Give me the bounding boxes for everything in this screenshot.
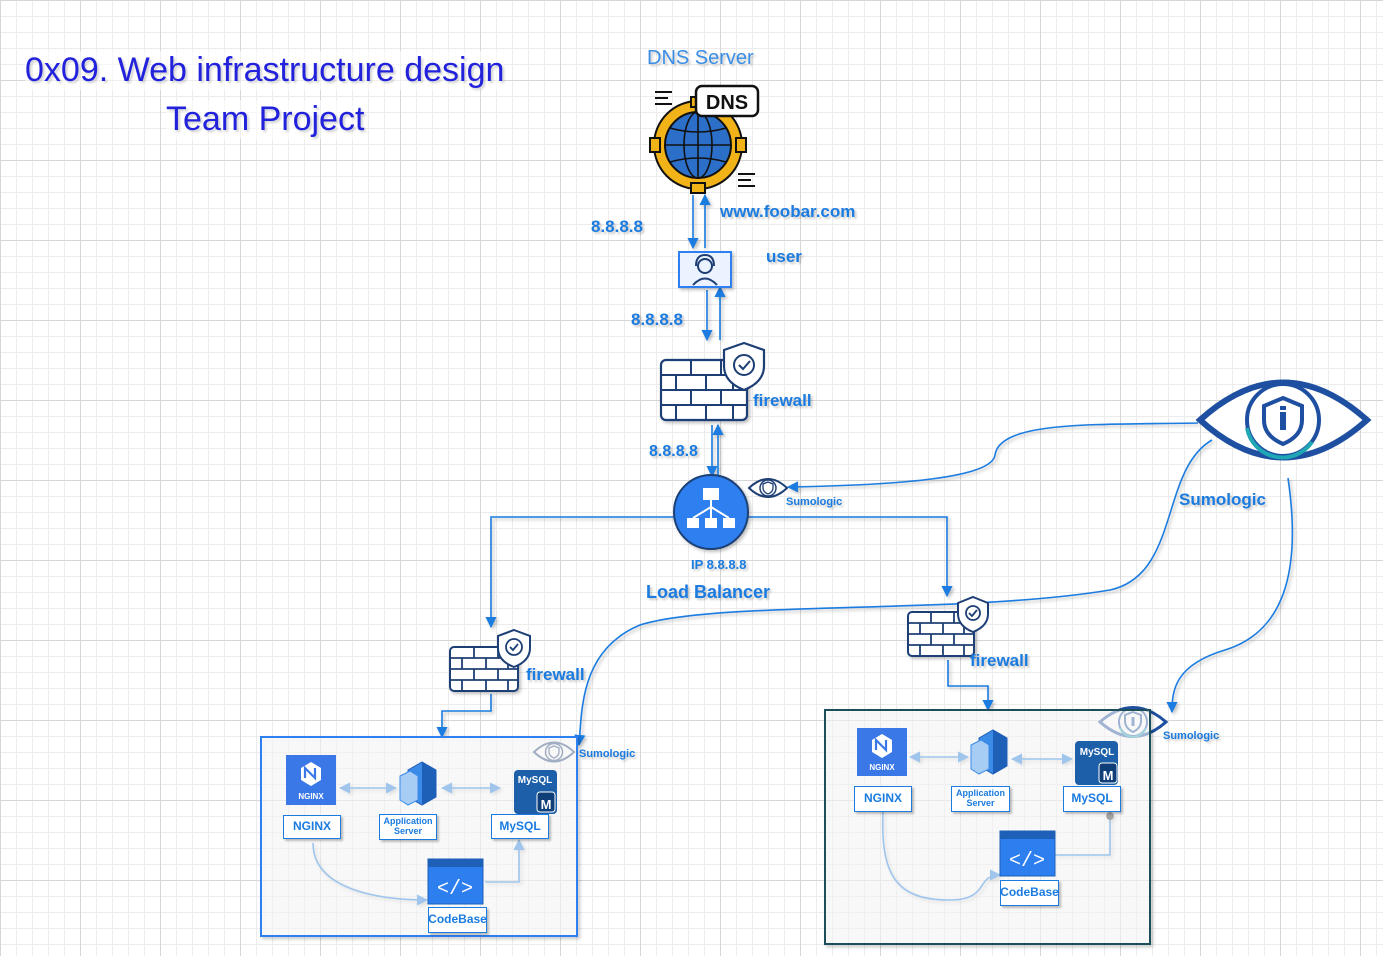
- left-firewall-to-server-arrow: [436, 694, 492, 739]
- svg-text:NGINX: NGINX: [298, 792, 324, 801]
- right-nginx-icon: NGINX: [857, 728, 907, 776]
- lb-to-right-firewall-arrow: [748, 516, 953, 598]
- monitor-to-right-server-curve: [1166, 477, 1294, 714]
- left-mysql-icon: MySQL M: [514, 770, 557, 814]
- right-app-label-line-1: Application: [956, 788, 1005, 799]
- user-icon: [678, 251, 732, 288]
- firewall-top-label: firewall: [753, 391, 812, 410]
- load-balancer-icon: [673, 474, 749, 550]
- right-codebase-label: CodeBase: [1000, 880, 1059, 906]
- monitor-to-lb-curve: [786, 422, 1199, 493]
- firewall-right-label: firewall: [970, 651, 1029, 670]
- left-nginx-label: NGINX: [283, 815, 341, 839]
- user-label: user: [766, 247, 802, 266]
- svg-text:MySQL: MySQL: [1080, 747, 1114, 758]
- left-codebase-icon: </>: [427, 858, 484, 905]
- load-balancer-label: Load Balancer: [646, 582, 771, 602]
- firewall-right-icon: [907, 595, 989, 657]
- left-app-label-line-1: Application: [383, 816, 433, 827]
- left-nginx-icon: NGINX: [286, 755, 336, 805]
- right-codebase-icon: </>: [999, 830, 1056, 877]
- dns-ip-label: 8.8.8.8: [591, 217, 643, 236]
- sumologic-main-label: Sumologic: [1179, 490, 1266, 509]
- svg-text:DNS: DNS: [706, 92, 748, 114]
- left-application-server-icon: [399, 761, 437, 806]
- diagram-title-line-1: 0x09. Web infrastructure design: [25, 51, 505, 90]
- monitor-to-left-server-curve: [574, 439, 1213, 747]
- firewall-ip-label: 8.8.8.8: [649, 443, 698, 460]
- firewall-left-label: firewall: [526, 665, 585, 684]
- sumologic-left-label: Sumologic: [579, 748, 636, 760]
- domain-label: www.foobar.com: [720, 202, 856, 221]
- sumologic-right-label: Sumologic: [1163, 730, 1220, 742]
- svg-text:MySQL: MySQL: [518, 775, 552, 786]
- dns-server-label: DNS Server: [647, 47, 754, 69]
- svg-text:NGINX: NGINX: [869, 763, 895, 772]
- left-codebase-label: CodeBase: [428, 907, 487, 933]
- firewall-left-icon: [449, 628, 531, 692]
- dns-server-icon: DNS: [649, 84, 760, 194]
- diagram-title-line-2: Team Project: [166, 100, 365, 139]
- sumologic-lb-label: Sumologic: [786, 496, 843, 508]
- right-mysql-icon: MySQL M: [1075, 741, 1118, 785]
- load-balancer-ip-label: IP 8.8.8.8: [691, 557, 747, 572]
- svg-text:M: M: [541, 797, 552, 812]
- right-firewall-to-server-arrow: [947, 660, 994, 712]
- left-application-server-label: Application Server: [379, 814, 437, 840]
- right-app-label-line-2: Server: [966, 798, 995, 808]
- lb-to-left-firewall-arrow: [485, 516, 674, 629]
- right-application-server-label: Application Server: [951, 786, 1010, 812]
- right-mysql-label: MySQL: [1063, 786, 1121, 812]
- left-app-label-line-2: Server: [393, 826, 423, 836]
- firewall-top-icon: [659, 341, 766, 422]
- left-mysql-label: MySQL: [491, 814, 549, 839]
- right-application-server-icon: [970, 729, 1008, 775]
- user-ip-label: 8.8.8.8: [631, 310, 683, 329]
- right-nginx-label: NGINX: [854, 786, 912, 812]
- sumologic-main-eye-icon: [1195, 379, 1372, 461]
- svg-text:</>: </>: [437, 878, 473, 901]
- sumologic-lb-eye-icon: [747, 478, 789, 498]
- svg-text:M: M: [1103, 768, 1114, 783]
- svg-text:</>: </>: [1009, 850, 1045, 873]
